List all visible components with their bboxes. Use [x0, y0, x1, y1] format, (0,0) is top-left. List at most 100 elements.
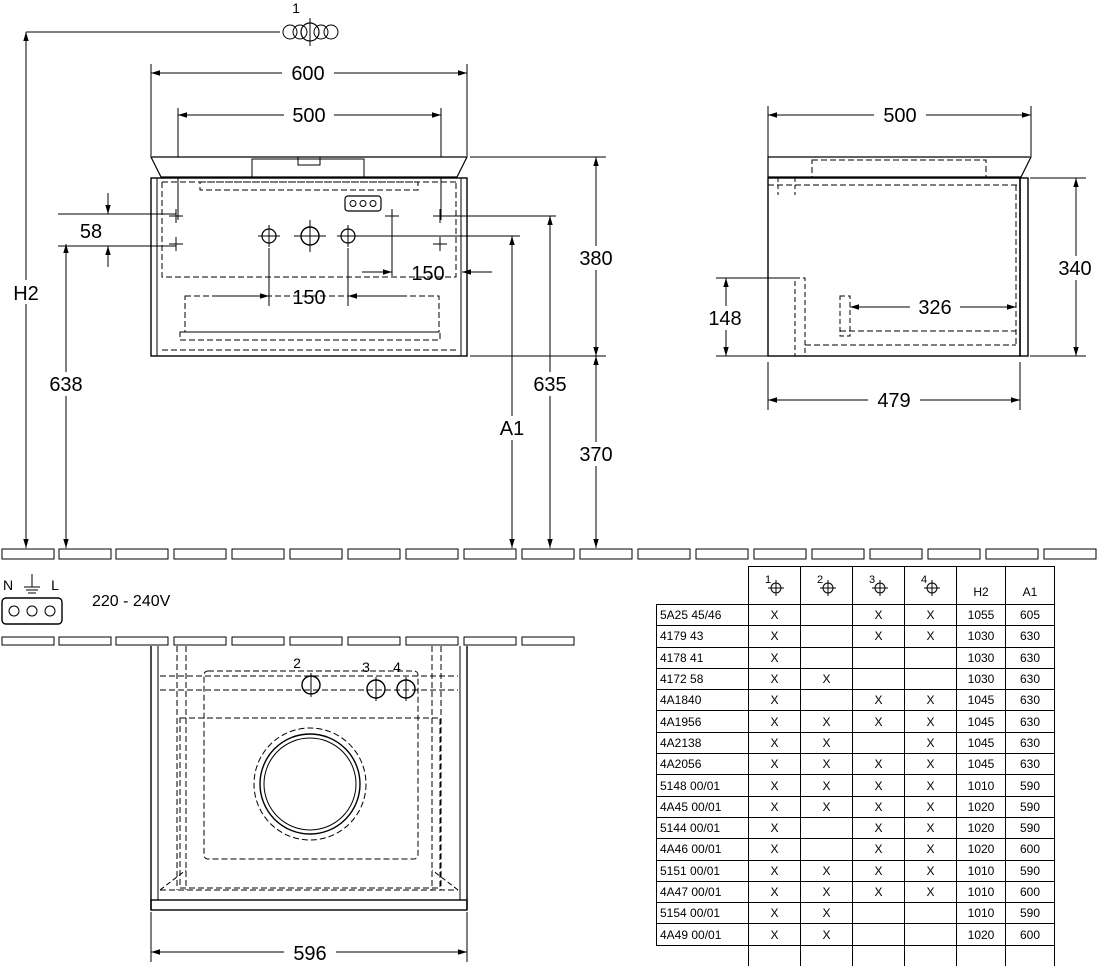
side-view: 500 340 148 326 479 — [704, 104, 1098, 412]
cell-conn-4: X — [905, 839, 957, 860]
front-view: H2 600 500 — [8, 32, 620, 548]
cell-a1: 630 — [1006, 668, 1055, 689]
width-600-label: 600 — [291, 63, 324, 85]
cell-conn-2 — [801, 626, 853, 647]
dim-58-label: 58 — [80, 221, 102, 243]
cell-h2: 1045 — [957, 732, 1006, 753]
electrical-symbol: N L 220 - 240V — [2, 574, 171, 624]
cell-model: 5A25 45/46 — [657, 605, 749, 626]
cell-conn-1: X — [749, 668, 801, 689]
cell-conn-3: X — [853, 754, 905, 775]
cell-conn-4: X — [905, 711, 957, 732]
cell-h2: 1020 — [957, 817, 1006, 838]
cell-conn-1: X — [749, 711, 801, 732]
voltage-label: 220 - 240V — [92, 593, 171, 610]
width-500-label: 500 — [292, 105, 325, 127]
connection-1-symbol: 1 — [283, 0, 338, 46]
cell-a1: 630 — [1006, 732, 1055, 753]
cell-conn-1: X — [749, 817, 801, 838]
cell-conn-3: X — [853, 881, 905, 902]
cell-conn-3 — [853, 732, 905, 753]
table-header-conn-3: 3 — [853, 567, 905, 605]
cell-conn-3: X — [853, 860, 905, 881]
cell-a1: 590 — [1006, 860, 1055, 881]
cell-conn-4: X — [905, 626, 957, 647]
cell-model: 4178 41 — [657, 647, 749, 668]
cell-conn-1: X — [749, 626, 801, 647]
dim-380-label: 380 — [579, 248, 612, 270]
cell-h2: 1045 — [957, 711, 1006, 732]
cell-conn-1: X — [749, 839, 801, 860]
table-header-conn-2: 2 — [801, 567, 853, 605]
dim-150-right-label: 150 — [411, 263, 444, 285]
cell-a1: 630 — [1006, 711, 1055, 732]
dim-370-label: 370 — [579, 444, 612, 466]
cell-conn-1: X — [749, 796, 801, 817]
cell-model: 5151 00/01 — [657, 860, 749, 881]
cell-conn-2: X — [801, 732, 853, 753]
cell-h2: 1055 — [957, 605, 1006, 626]
cell-model: 4A47 00/01 — [657, 881, 749, 902]
cell-a1: 630 — [1006, 754, 1055, 775]
cell-conn-1: X — [749, 647, 801, 668]
cell-a1: 630 — [1006, 647, 1055, 668]
cell-model: 4A1840 — [657, 690, 749, 711]
cell-conn-2 — [801, 605, 853, 626]
cell-conn-1: X — [749, 754, 801, 775]
cell-a1: 590 — [1006, 775, 1055, 796]
cell-h2: 1020 — [957, 839, 1006, 860]
cell-conn-2 — [801, 647, 853, 668]
dim-340-label: 340 — [1058, 258, 1091, 280]
width-596-label: 596 — [293, 943, 326, 963]
dim-148-label: 148 — [708, 308, 741, 330]
cell-model: 4172 58 — [657, 668, 749, 689]
top-label-2: 2 — [293, 655, 301, 671]
h2-label: H2 — [13, 283, 39, 305]
tap-connection-4-icon: 4 — [920, 574, 942, 596]
cell-model: 4A46 00/01 — [657, 839, 749, 860]
live-label: L — [51, 577, 59, 593]
cell-h2: 1045 — [957, 690, 1006, 711]
cell-h2: 1030 — [957, 626, 1006, 647]
tap-connection-2-icon: 2 — [816, 574, 838, 596]
dim-479-label: 479 — [877, 390, 910, 412]
table-header-conn-4: 4 — [905, 567, 957, 605]
cell-conn-4: X — [905, 754, 957, 775]
cell-conn-3: X — [853, 711, 905, 732]
cell-model: 5148 00/01 — [657, 775, 749, 796]
cell-model: 5144 00/01 — [657, 817, 749, 838]
cell-conn-4 — [905, 903, 957, 924]
cell-conn-4: X — [905, 860, 957, 881]
cell-model: 5154 00/01 — [657, 903, 749, 924]
cell-conn-4: X — [905, 690, 957, 711]
cell-a1: 590 — [1006, 817, 1055, 838]
cell-h2: 1030 — [957, 668, 1006, 689]
cell-conn-3 — [853, 647, 905, 668]
neutral-label: N — [3, 577, 13, 593]
cell-conn-3 — [853, 924, 905, 945]
tap-connection-1-icon: 1 — [764, 574, 786, 596]
side-width-500-label: 500 — [883, 105, 916, 127]
cell-a1: 600 — [1006, 924, 1055, 945]
cell-conn-2: X — [801, 881, 853, 902]
conn-1-number: 1 — [765, 574, 771, 586]
conn-4-number: 4 — [921, 574, 927, 586]
cell-h2: 1045 — [957, 754, 1006, 775]
conn-2-number: 2 — [817, 574, 823, 586]
table-header-row: 1 2 3 4 H2 A1 — [657, 567, 1055, 605]
cell-conn-4: X — [905, 775, 957, 796]
cell-h2: 1010 — [957, 881, 1006, 902]
cell-conn-2: X — [801, 711, 853, 732]
cell-conn-1: X — [749, 732, 801, 753]
cell-conn-2: X — [801, 754, 853, 775]
cell-conn-1: X — [749, 605, 801, 626]
table-header-a1: A1 — [1006, 567, 1055, 605]
